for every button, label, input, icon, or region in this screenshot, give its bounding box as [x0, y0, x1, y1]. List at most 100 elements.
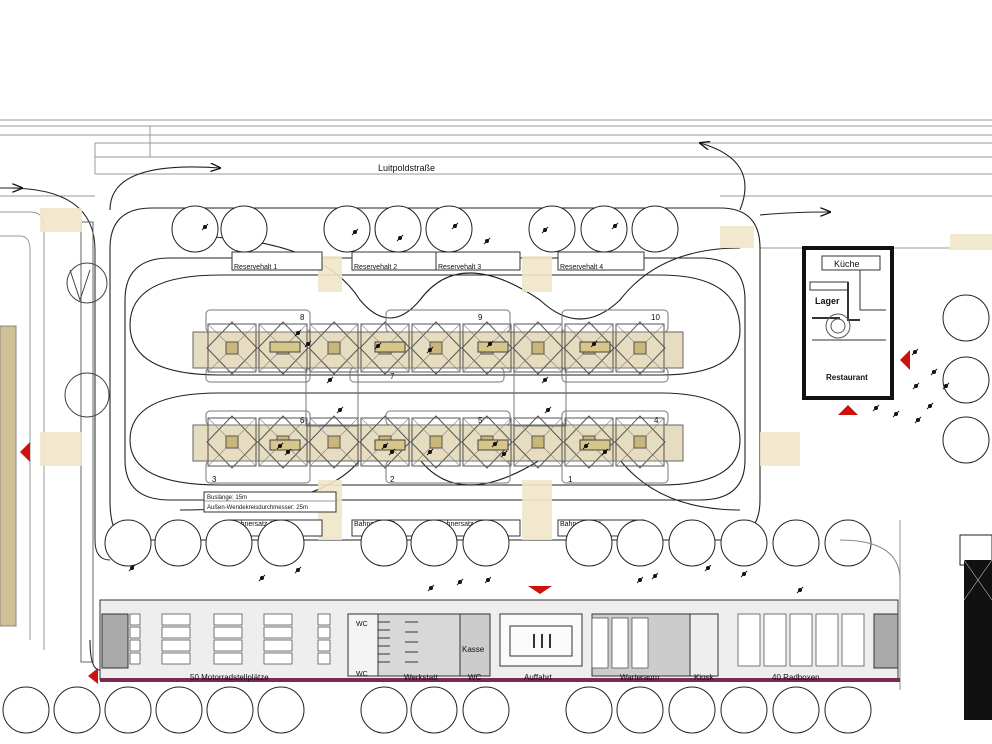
right-edge-structure — [839, 534, 992, 720]
bay-number-3: 3 — [212, 475, 217, 484]
access-road — [7, 187, 111, 663]
tree-icon — [104, 519, 152, 567]
parking-stall — [317, 613, 331, 626]
tree-icon — [942, 294, 990, 342]
street-lines — [0, 119, 992, 580]
person-icon — [892, 410, 900, 418]
parking-stall — [263, 639, 293, 652]
bench-icon — [374, 341, 406, 353]
bench-icon — [269, 341, 301, 353]
storage-label: Lager — [815, 296, 840, 306]
tree-icon — [772, 686, 820, 734]
tree-icon — [154, 519, 202, 567]
parking-stall — [317, 639, 331, 652]
person-icon — [872, 404, 880, 412]
tree-icon — [631, 205, 679, 253]
person-icon — [930, 368, 938, 376]
reserve-halt-4-label: Reservehalt 4 — [560, 264, 603, 271]
parking-stall — [591, 617, 609, 669]
parking-stall — [789, 613, 813, 667]
bench-icon — [579, 341, 611, 353]
tree-icon — [580, 205, 628, 253]
tree-icon — [425, 205, 473, 253]
parking-stall — [161, 652, 191, 665]
bus-length-label: Buslänge: 15m — [207, 495, 247, 501]
person-icon — [544, 406, 552, 414]
canopy-roofs — [206, 321, 666, 469]
terrace-entrance-marker-icon — [900, 350, 910, 370]
parking-stall — [129, 613, 141, 626]
person-icon — [326, 376, 334, 384]
bench-icon — [374, 439, 406, 451]
tree-icon — [410, 519, 458, 567]
tree-icon — [360, 686, 408, 734]
person-icon — [541, 226, 549, 234]
canopy-module — [410, 415, 462, 469]
person-icon — [336, 406, 344, 414]
bench-icon — [477, 341, 509, 353]
trees — [2, 205, 990, 734]
parking-stall — [815, 613, 839, 667]
waiting-room-label: Warteraum — [620, 673, 660, 682]
tree-icon — [2, 686, 50, 734]
tree-icon — [205, 519, 253, 567]
bay-outlines — [205, 309, 669, 484]
tree-icon — [104, 686, 152, 734]
person-icon — [500, 450, 508, 458]
parking-stall — [213, 639, 243, 652]
person-icon — [541, 376, 549, 384]
tree-icon — [206, 686, 254, 734]
parking-stall — [129, 626, 141, 639]
bench-icon — [269, 439, 301, 451]
person-icon — [912, 382, 920, 390]
tree-icon — [565, 686, 613, 734]
bench-icon — [579, 439, 611, 451]
kitchen-label: Küche — [834, 259, 860, 269]
parking-stall — [129, 652, 141, 665]
person-icon — [284, 448, 292, 456]
bay-numbers: 8 9 10 7 6 5 4 3 2 1 — [212, 313, 660, 484]
tree-icon — [942, 356, 990, 404]
bay-number-2: 2 — [390, 475, 395, 484]
tree-icon — [410, 686, 458, 734]
person-icon — [128, 564, 136, 572]
bus-info-box: Buslänge: 15m Außen-Wendekreisdurchmesse… — [203, 491, 337, 513]
person-icon — [427, 584, 435, 592]
tree-icon — [462, 519, 510, 567]
service-building-labels: 50 Motorradstellplätze WC WC Werkstatt K… — [190, 621, 820, 682]
tree-icon — [220, 205, 268, 253]
bay-number-1: 1 — [568, 475, 573, 484]
tree-icon — [257, 519, 305, 567]
person-icon — [294, 329, 302, 337]
parking-stall — [161, 626, 191, 639]
parking-stall — [263, 613, 293, 626]
bench-icon — [477, 439, 509, 451]
person-icon — [451, 222, 459, 230]
person-icon — [456, 578, 464, 586]
bay-number-9: 9 — [478, 313, 483, 322]
canopy-module — [512, 415, 564, 469]
workshop-label: Werkstatt — [404, 673, 438, 682]
person-icon — [374, 342, 382, 350]
person-icon — [388, 448, 396, 456]
person-icon — [483, 237, 491, 245]
person-icon — [926, 402, 934, 410]
bike-boxes-label: 40 Radboxen — [772, 673, 820, 682]
person-icon — [426, 346, 434, 354]
motorcycle-parking-label: 50 Motorradstellplätze — [190, 673, 269, 682]
kiosk-label: Kiosk — [694, 673, 715, 682]
tree-icon — [720, 686, 768, 734]
person-icon — [351, 228, 359, 236]
wc-bottom-label: WC — [356, 671, 368, 678]
parking-stall — [213, 613, 243, 626]
tree-icon — [155, 686, 203, 734]
person-icon — [911, 348, 919, 356]
person-icon — [258, 574, 266, 582]
person-icon — [276, 442, 284, 450]
bus-turning-label: Außen-Wendekreisdurchmesser: 25m — [207, 505, 308, 511]
parking-stall — [263, 652, 293, 665]
parking-stall — [213, 626, 243, 639]
bay-number-10: 10 — [651, 313, 660, 322]
person-icon — [491, 440, 499, 448]
bay-number-6: 6 — [300, 416, 305, 425]
